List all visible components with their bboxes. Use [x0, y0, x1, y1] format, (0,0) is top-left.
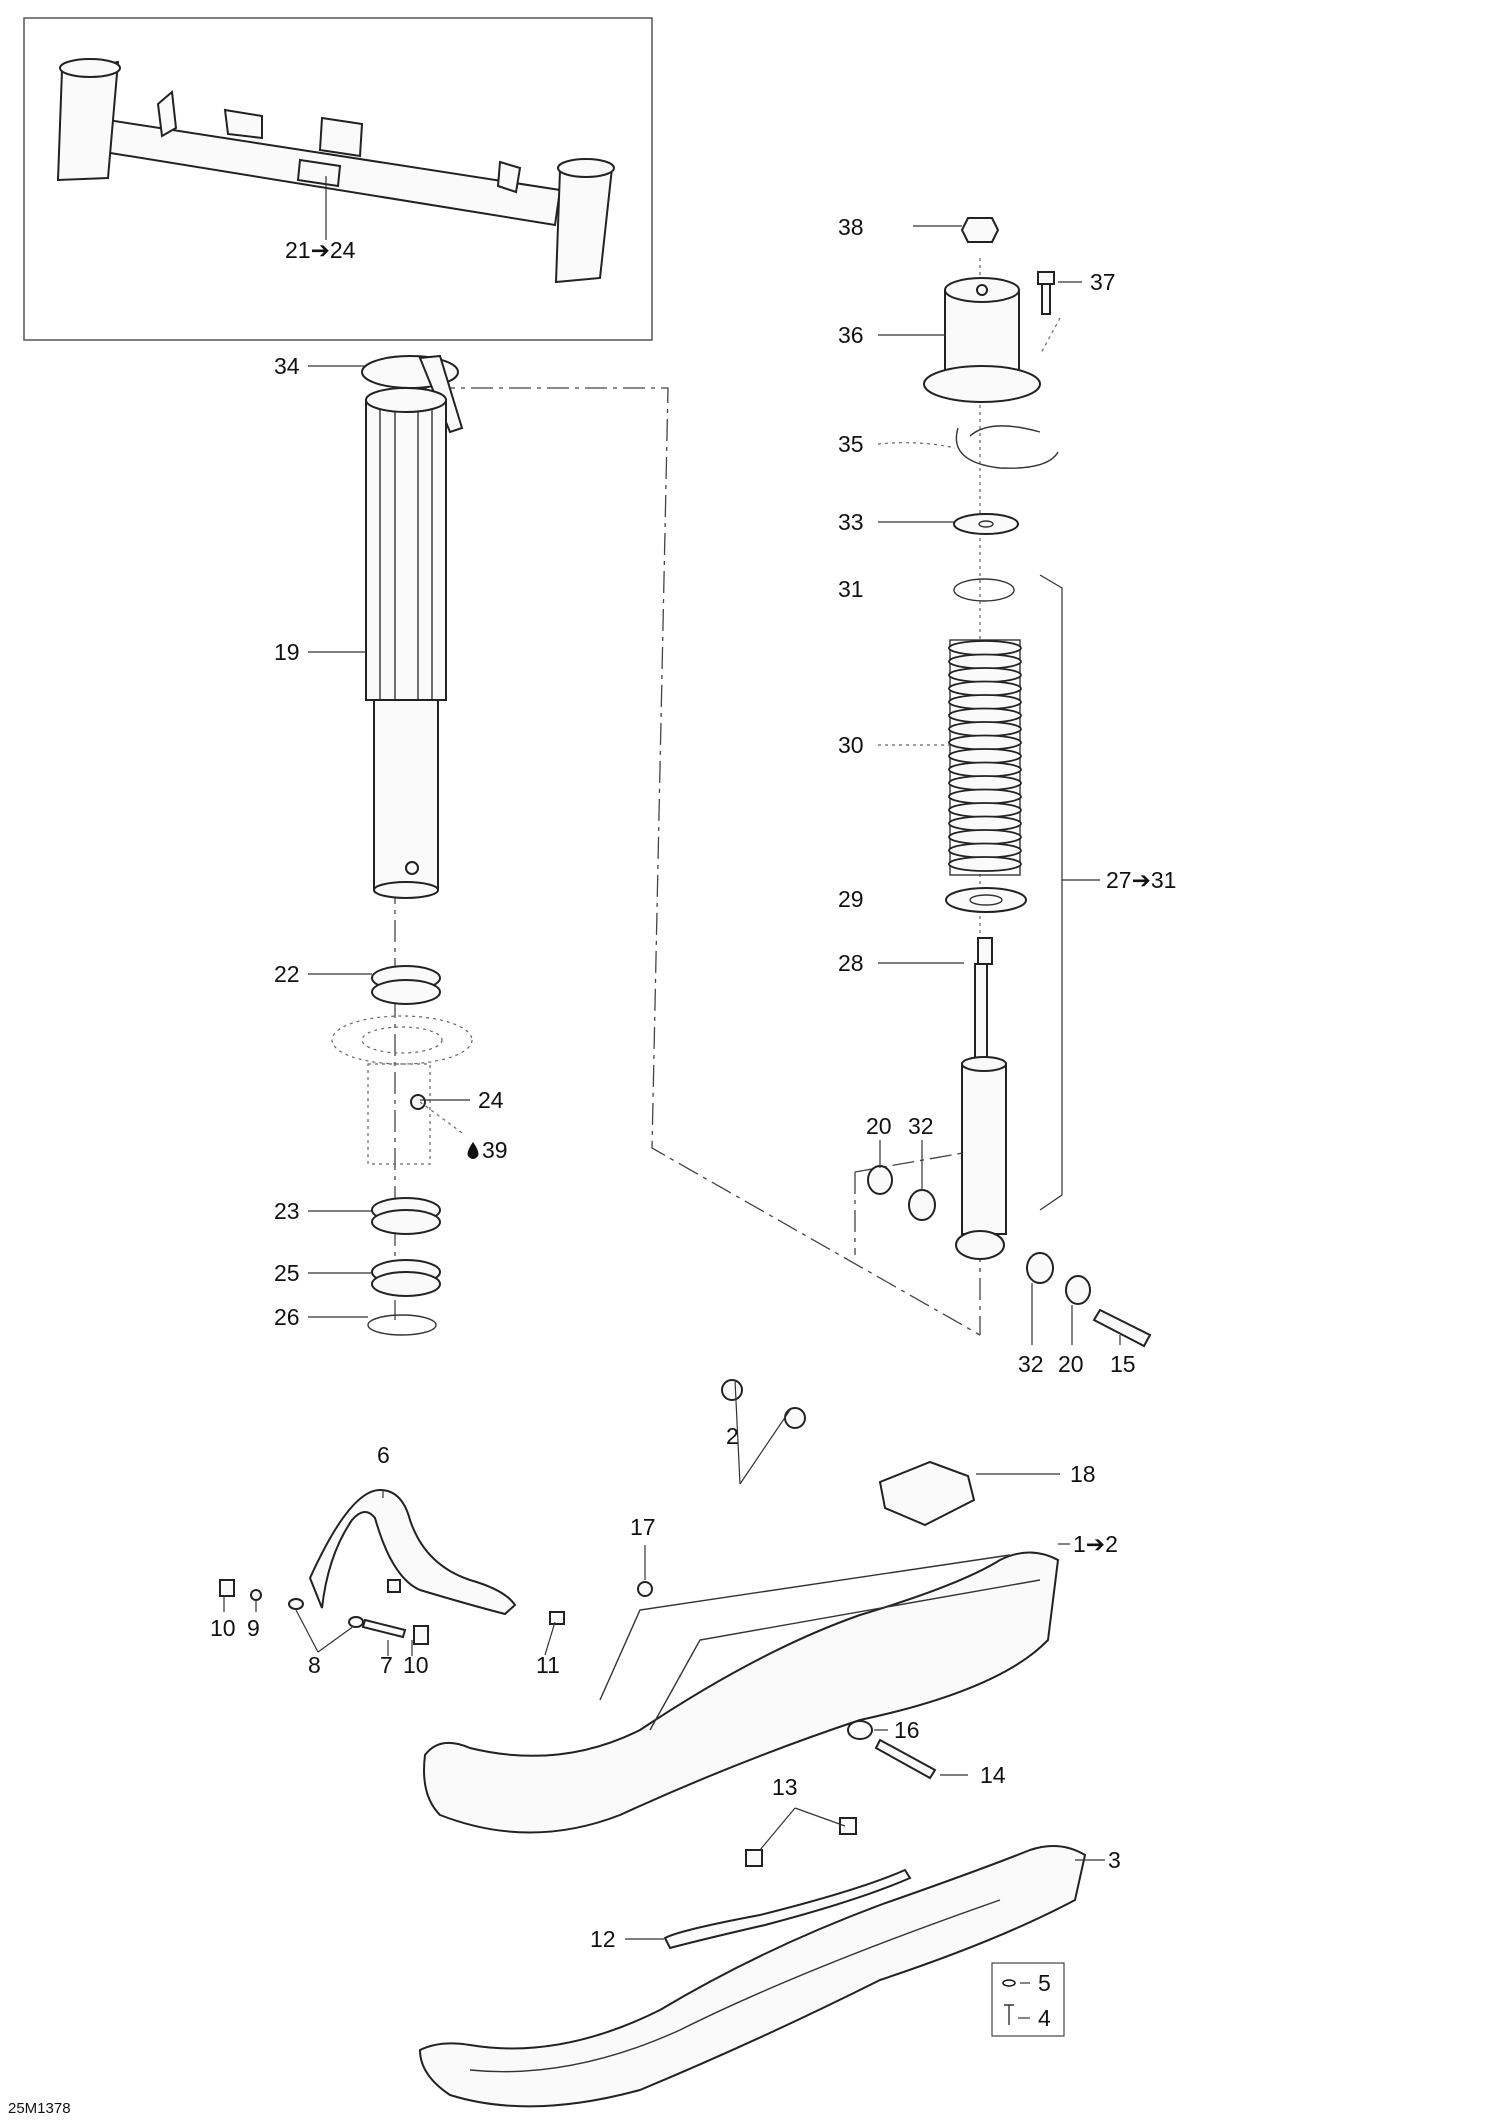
- callout-12: 12: [590, 1926, 616, 1952]
- callout-1-2: 1➔2: [1073, 1531, 1118, 1557]
- spring-coil: [948, 640, 1022, 656]
- axle-frame-inset: [23, 17, 653, 341]
- callout-32-bottom: 32: [1018, 1351, 1044, 1377]
- callout-7: 7: [380, 1652, 393, 1678]
- diagram-code: 25M1378: [8, 2100, 71, 2117]
- spring-coil: [948, 680, 1022, 697]
- callout-16: 16: [894, 1717, 920, 1743]
- callout-39: 39: [482, 1137, 508, 1163]
- spring-coil: [948, 667, 1022, 683]
- callout-28: 28: [838, 950, 864, 976]
- callout-5: 5: [1038, 1970, 1051, 1996]
- callout-2: 2: [726, 1423, 739, 1449]
- callout-23: 23: [274, 1198, 300, 1224]
- leader-lines: [223, 225, 1121, 2019]
- callout-34: 34: [274, 353, 300, 379]
- callout-10-left: 10: [210, 1615, 236, 1641]
- shock-absorber-assembly: [867, 217, 1152, 1348]
- spring-washer-icon: [1002, 1979, 1016, 1987]
- callout-20-top: 20: [866, 1113, 892, 1139]
- callout-26: 26: [274, 1304, 300, 1330]
- spring-coil: [948, 748, 1022, 764]
- callout-33: 33: [838, 509, 864, 535]
- spring-coil: [948, 653, 1022, 670]
- spring-coil: [948, 775, 1022, 791]
- spring-coil: [948, 761, 1022, 778]
- callout-38: 38: [838, 214, 864, 240]
- callout-4: 4: [1038, 2005, 1051, 2031]
- callout-35: 35: [838, 431, 864, 457]
- callout-3: 3: [1108, 1847, 1121, 1873]
- spring-coil: [948, 694, 1022, 710]
- pin-icon: [1092, 1308, 1152, 1348]
- spring-coils: [948, 640, 1022, 872]
- callout-18: 18: [1070, 1461, 1096, 1487]
- callout-9: 9: [247, 1615, 260, 1641]
- callout-22: 22: [274, 961, 300, 987]
- callout-29: 29: [838, 886, 864, 912]
- spring-coil: [948, 856, 1022, 872]
- callout-17: 17: [630, 1514, 656, 1540]
- spring-coil: [948, 815, 1022, 832]
- steering-column-assembly: [331, 354, 479, 1336]
- callout-19: 19: [274, 639, 300, 665]
- callout-13: 13: [772, 1774, 798, 1800]
- spring-coil: [948, 788, 1022, 805]
- spring-coil: [948, 829, 1022, 845]
- callout-37: 37: [1090, 269, 1116, 295]
- callout-24: 24: [478, 1087, 504, 1113]
- callout-36: 36: [838, 322, 864, 348]
- callout-8: 8: [308, 1652, 321, 1678]
- callout-14: 14: [980, 1762, 1006, 1788]
- spring-coil: [948, 802, 1022, 818]
- callout-10-right: 10: [403, 1652, 429, 1678]
- callout-27-31: 27➔31: [1106, 867, 1176, 893]
- callout-32-top: 32: [908, 1113, 934, 1139]
- spring-coil: [948, 721, 1022, 737]
- callout-30: 30: [838, 732, 864, 758]
- lubricant-drop-icon: [467, 1142, 479, 1159]
- callout-labels: 21➔24 38 37 36 35 33 31 30 29 28 27➔31 3…: [8, 214, 1176, 2117]
- callout-31: 31: [838, 576, 864, 602]
- callout-15: 15: [1110, 1351, 1136, 1377]
- callout-20-bottom: 20: [1058, 1351, 1084, 1377]
- spring-coil: [948, 842, 1022, 859]
- callout-6: 6: [377, 1442, 390, 1468]
- callout-25: 25: [274, 1260, 300, 1286]
- spring-coil: [948, 707, 1022, 724]
- spring-coil: [948, 734, 1022, 751]
- callout-11: 11: [536, 1652, 560, 1678]
- callout-21-24: 21➔24: [285, 237, 356, 263]
- ski-assembly: [219, 1379, 1087, 2108]
